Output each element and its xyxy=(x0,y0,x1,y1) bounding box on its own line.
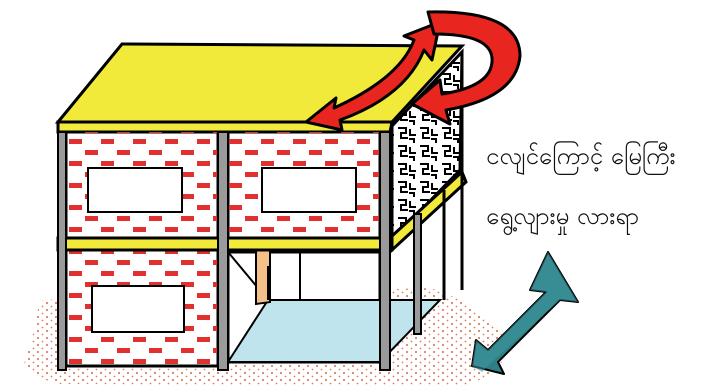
window xyxy=(92,286,184,332)
teal-double-arrow-icon xyxy=(472,252,578,374)
column xyxy=(380,132,390,370)
column xyxy=(414,214,421,334)
column xyxy=(218,132,228,370)
column xyxy=(58,132,66,370)
window xyxy=(88,168,182,212)
caption-line-2: ရွေ့လျားမှု လားရာ xyxy=(486,200,639,236)
caption-line-1: ငလျင်ကြောင့် မြေကြီး xyxy=(486,140,676,176)
window xyxy=(262,168,356,212)
